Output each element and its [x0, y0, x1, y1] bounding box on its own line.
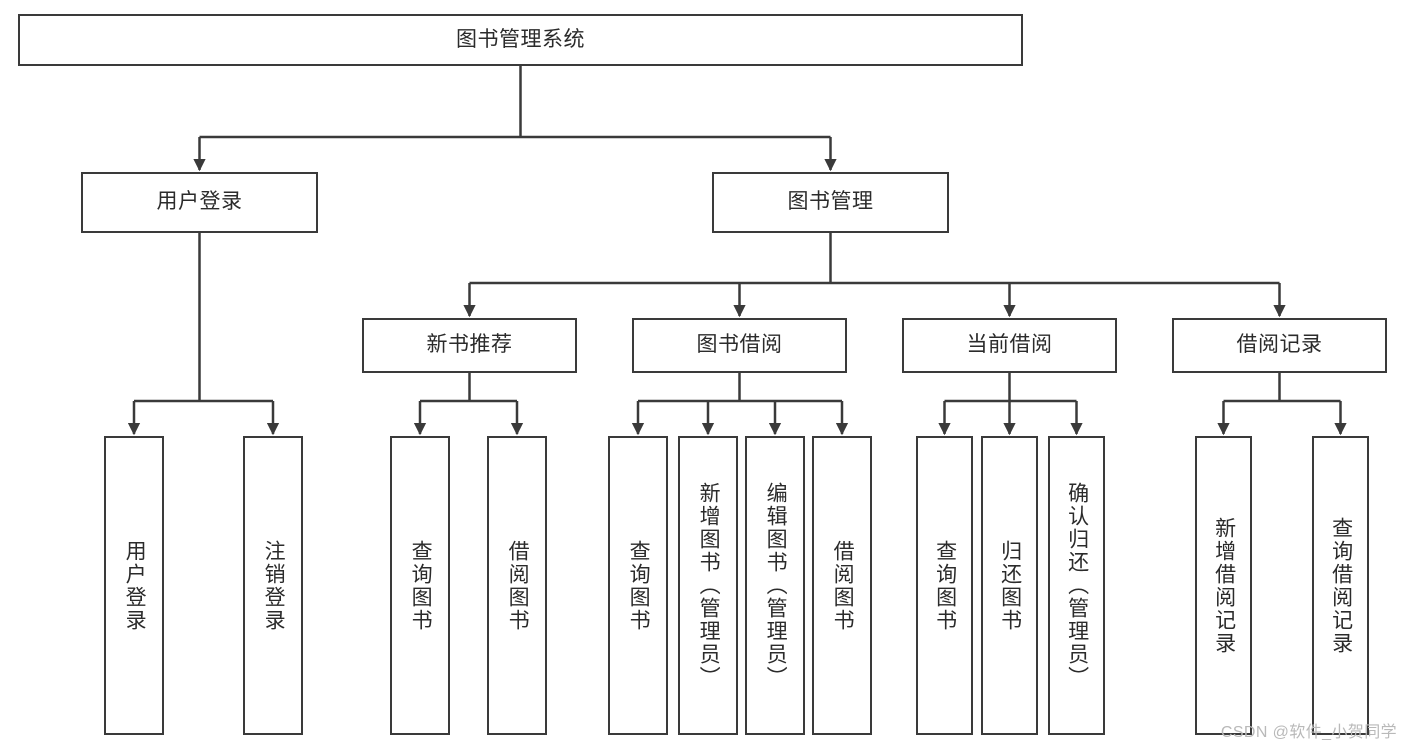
node-label: 图书管理系统 — [456, 27, 585, 51]
node-leaf-br-query[interactable]: 查询借阅记录 — [1312, 436, 1369, 735]
node-leaf-bb-query[interactable]: 查询图书 — [608, 436, 668, 735]
node-new-book-rec[interactable]: 新书推荐 — [362, 318, 577, 373]
node-label: 注销登录 — [262, 539, 286, 632]
node-book-manage[interactable]: 图书管理 — [712, 172, 949, 233]
node-leaf-cb-return[interactable]: 归还图书 — [981, 436, 1038, 735]
node-leaf-br-add[interactable]: 新增借阅记录 — [1195, 436, 1252, 735]
node-label: 借阅图书 — [831, 539, 855, 632]
node-leaf-rec-query[interactable]: 查询图书 — [390, 436, 450, 735]
node-label: 新增借阅记录 — [1212, 516, 1236, 655]
watermark: CSDN @软件_小贺同学 — [1220, 724, 1397, 741]
node-leaf-user-login[interactable]: 用户登录 — [104, 436, 164, 735]
node-label: 图书借阅 — [696, 333, 783, 357]
node-label: 编辑图书（管理员） — [764, 482, 788, 689]
node-label: 查询图书 — [627, 539, 651, 632]
node-label: 用户登录 — [123, 539, 147, 632]
node-label: 新书推荐 — [426, 333, 513, 357]
node-leaf-rec-borrow[interactable]: 借阅图书 — [487, 436, 547, 735]
node-label: 当前借阅 — [966, 333, 1053, 357]
node-label: 查询图书 — [933, 539, 957, 632]
node-label: 借阅图书 — [506, 539, 530, 632]
node-label: 图书管理 — [787, 190, 874, 214]
node-leaf-cb-query[interactable]: 查询图书 — [916, 436, 973, 735]
node-label: 确认归还（管理员） — [1065, 482, 1089, 689]
node-label: 查询借阅记录 — [1329, 516, 1353, 655]
node-label: 查询图书 — [409, 539, 433, 632]
node-label: 借阅记录 — [1236, 333, 1323, 357]
node-user-login[interactable]: 用户登录 — [81, 172, 318, 233]
node-borrow-record[interactable]: 借阅记录 — [1172, 318, 1387, 373]
node-leaf-bb-edit[interactable]: 编辑图书（管理员） — [745, 436, 805, 735]
node-leaf-bb-borrow[interactable]: 借阅图书 — [812, 436, 872, 735]
node-root[interactable]: 图书管理系统 — [18, 14, 1023, 66]
node-leaf-bb-add[interactable]: 新增图书（管理员） — [678, 436, 738, 735]
node-label: 新增图书（管理员） — [697, 482, 721, 689]
node-leaf-logout[interactable]: 注销登录 — [243, 436, 303, 735]
node-book-borrow[interactable]: 图书借阅 — [632, 318, 847, 373]
node-current-borrow[interactable]: 当前借阅 — [902, 318, 1117, 373]
node-label: 用户登录 — [156, 190, 243, 214]
node-leaf-cb-confirm[interactable]: 确认归还（管理员） — [1048, 436, 1105, 735]
node-label: 归还图书 — [998, 539, 1022, 632]
